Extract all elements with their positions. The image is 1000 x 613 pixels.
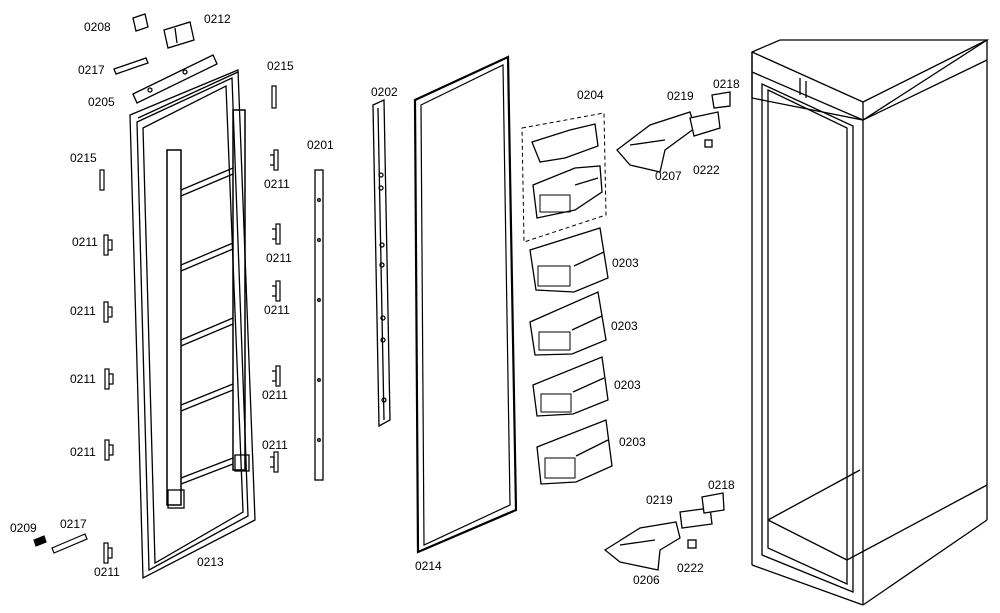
- label-0218-bottom: 0218: [708, 478, 735, 492]
- label-0203-1: 0203: [612, 256, 639, 270]
- label-0214: 0214: [415, 559, 442, 573]
- label-0211-left-4: 0211: [70, 445, 96, 459]
- part-0212: [163, 21, 195, 49]
- label-0206: 0206: [633, 573, 660, 587]
- label-0211-left-3: 0211: [70, 372, 96, 386]
- hinge-0206: [603, 492, 725, 571]
- hinge-0207: [616, 91, 731, 173]
- label-0222-bottom: 0222: [677, 561, 704, 575]
- label-0211-left-1: 0211: [72, 235, 98, 249]
- bin-0203-2: [529, 291, 607, 356]
- label-0203-2: 0203: [611, 319, 638, 333]
- label-0218-top: 0218: [713, 77, 740, 91]
- bin-0204-group: [521, 112, 607, 243]
- door-0213: [129, 69, 256, 580]
- label-0211-right-4: 0211: [262, 388, 288, 402]
- label-0208: 0208: [84, 20, 111, 34]
- rod-0201: [314, 169, 324, 481]
- label-0203-4: 0203: [619, 435, 646, 449]
- label-0205: 0205: [88, 95, 115, 109]
- label-0207: 0207: [655, 169, 682, 183]
- label-0217-top: 0217: [78, 63, 105, 77]
- label-0222-top: 0222: [693, 163, 720, 177]
- label-0211-bottom: 0211: [94, 565, 120, 579]
- label-0211-right-3: 0211: [264, 303, 290, 317]
- label-0217-bottom: 0217: [60, 517, 87, 531]
- label-0215-right: 0215: [267, 59, 294, 73]
- label-0202: 0202: [371, 85, 398, 99]
- label-0204: 0204: [577, 88, 604, 102]
- label-0215-left: 0215: [70, 151, 97, 165]
- cabinet: [751, 39, 990, 606]
- label-0219-bottom: 0219: [646, 493, 673, 507]
- label-0213: 0213: [197, 555, 224, 569]
- bin-0203-1: [529, 227, 609, 293]
- part-0217-top: [113, 57, 149, 75]
- part-0205: [132, 54, 218, 104]
- label-0201: 0201: [307, 138, 334, 152]
- part-0208: [132, 13, 149, 32]
- right-hinges: [270, 85, 281, 473]
- bin-0203-4: [536, 419, 613, 485]
- gasket-0214: [413, 55, 518, 554]
- label-0211-right-1: 0211: [264, 177, 290, 191]
- label-0211-right-5: 0211: [262, 438, 288, 452]
- label-0219-top: 0219: [667, 89, 694, 103]
- bin-0203-3: [532, 356, 609, 417]
- left-hinges: [33, 169, 114, 564]
- label-0211-left-2: 0211: [70, 304, 96, 318]
- label-0203-3: 0203: [614, 378, 641, 392]
- label-0209: 0209: [10, 521, 37, 535]
- label-0211-right-2: 0211: [266, 251, 292, 265]
- label-0212: 0212: [204, 12, 231, 26]
- strip-0202: [372, 98, 391, 428]
